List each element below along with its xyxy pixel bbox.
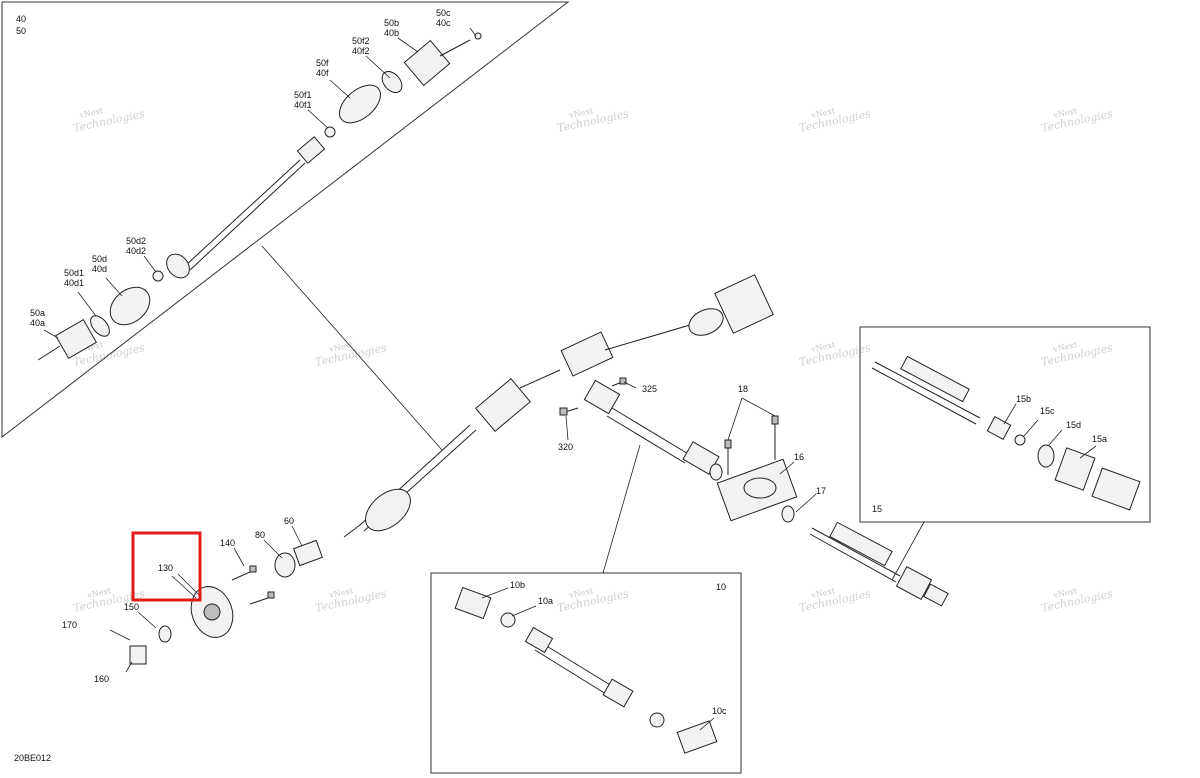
callout-label: 150 (124, 602, 139, 612)
callout-label: 50f (316, 58, 329, 68)
hub-assembly (109, 539, 323, 665)
callout-label: 50a (30, 308, 45, 318)
callout-label: 50d (92, 254, 107, 264)
callout-label: 15 (872, 504, 882, 514)
callout-label: 50d2 (126, 236, 146, 246)
callout-label: 10c (712, 706, 727, 716)
callout-label: 16 (794, 452, 804, 462)
callout-label: 325 (642, 384, 657, 394)
callout-label: 10b (510, 580, 525, 590)
callout-label: 60 (284, 516, 294, 526)
highlight-callout-130[interactable]: 130 (131, 531, 202, 602)
bearing-support (716, 397, 817, 523)
callout-label: 15c (1040, 406, 1055, 416)
callout-label: 160 (94, 674, 109, 684)
callout-label: 40d2 (126, 246, 146, 256)
callout-label: 18 (738, 384, 748, 394)
output-shaft (809, 521, 949, 607)
main-axle (343, 274, 774, 538)
callout-label: 140 (220, 538, 235, 548)
callout-label: 10 (716, 582, 726, 592)
callout-label: 40c (436, 18, 451, 28)
callout-label: 50c (436, 8, 451, 18)
callout-label: 40f2 (352, 46, 370, 56)
callout-label: 40d (92, 264, 107, 274)
callout-label: 40f1 (294, 100, 312, 110)
callout-label: 50d1 (64, 268, 84, 278)
inset-frame-10 (430, 572, 742, 774)
callout-label: 50f1 (294, 90, 312, 100)
inset-frame-15 (859, 326, 1151, 581)
callout-label: 80 (255, 530, 265, 540)
callout-label: 50f2 (352, 36, 370, 46)
callout-label: 50b (384, 18, 399, 28)
callout-label: 40a (30, 318, 45, 328)
highlight-box[interactable] (131, 531, 202, 602)
upper-axle-assembly (37, 32, 482, 361)
callout-labels: 50c 40c 50b 40b 50f2 40f2 50f 40f 50f1 4… (30, 8, 1107, 716)
header-ref-50: 50 (16, 26, 26, 36)
highlight-label: 130 (158, 563, 173, 573)
callout-label: 15b (1016, 394, 1031, 404)
callout-label: 40b (384, 28, 399, 38)
bolts-320-325 (559, 377, 627, 416)
callout-label: 10a (538, 596, 553, 606)
callout-label: 40f (316, 68, 329, 78)
leader-lines (43, 27, 1097, 731)
prop-shaft (583, 379, 723, 574)
callout-label: 15a (1092, 434, 1107, 444)
callout-label: 15d (1066, 420, 1081, 430)
diagram-code: 20BE012 (14, 753, 51, 763)
callout-label: 40d1 (64, 278, 84, 288)
callout-label: 17 (816, 486, 826, 496)
inset-frame-top-left (1, 1, 570, 451)
header-ref-40: 40 (16, 14, 26, 24)
callout-label: 320 (558, 442, 573, 452)
callout-label: 170 (62, 620, 77, 630)
